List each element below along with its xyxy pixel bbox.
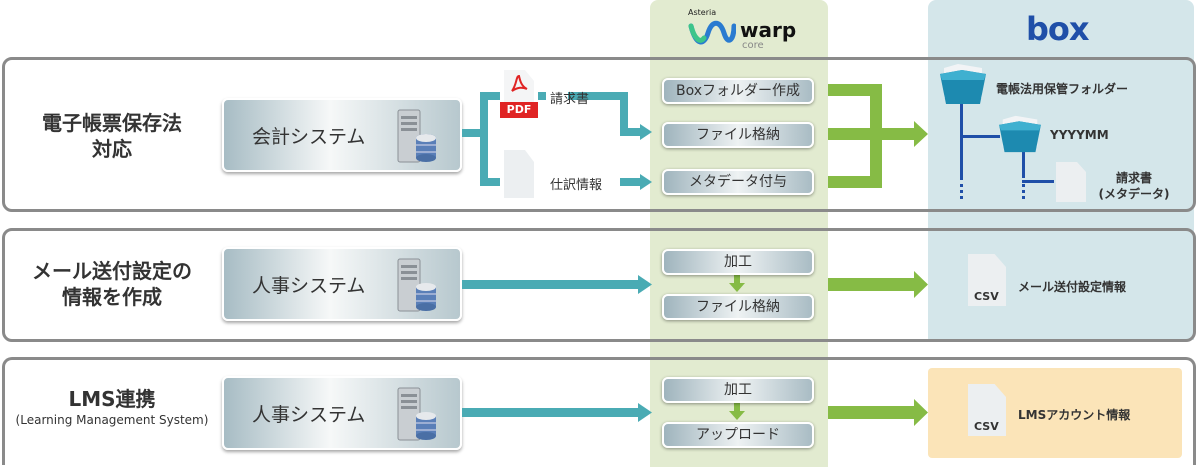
acrobat-icon <box>511 74 528 92</box>
step-down-arrow-row3 <box>729 403 745 420</box>
file-label-line-2: (メタデータ) <box>1098 187 1170 201</box>
system-box-kaikei: 会計システム <box>222 98 462 172</box>
row-2-title: メール送付設定の 情報を作成 <box>8 258 216 310</box>
step-process: 加工 <box>662 249 814 275</box>
step-down-arrow-row2 <box>729 275 745 292</box>
csv-document-icon <box>968 384 1006 436</box>
row-3-subtitle: (Learning Management System) <box>15 413 209 427</box>
server-database-icon <box>397 109 436 163</box>
system-label: 人事システム <box>252 275 366 297</box>
input-label-shiwake: 仕訳情報 <box>550 178 603 193</box>
csv-label: CSV <box>974 290 999 303</box>
step-file-store: ファイル格納 <box>662 294 814 320</box>
csv-label: CSV <box>974 420 999 433</box>
row-mail-settings <box>2 228 1196 342</box>
file-label-line-1: 請求書 <box>1115 171 1152 185</box>
green-arrow-row3 <box>828 399 928 426</box>
system-label: 会計システム <box>252 126 366 148</box>
warp-label: warp <box>740 18 797 42</box>
teal-arrow-row3 <box>462 403 652 422</box>
step-metadata-add: メタデータ付与 <box>662 169 814 195</box>
pdf-document: PDF <box>500 70 538 120</box>
row-2-title-line-1: メール送付設定の <box>32 259 192 283</box>
step-process: 加工 <box>662 377 814 403</box>
row-3-title: LMS連携 (Learning Management System) <box>8 386 216 428</box>
file-label-invoice: 請求書 (メタデータ) <box>1094 170 1174 202</box>
system-box-jinji-1: 人事システム <box>222 247 462 321</box>
folder-label-yyyymm: YYYYMM <box>1050 128 1109 142</box>
output-label-lms: LMSアカウント情報 <box>1018 408 1131 422</box>
csv-document-icon <box>968 254 1006 306</box>
server-database-icon <box>397 387 436 441</box>
folder-tree-lines <box>960 100 1054 199</box>
step-file-store: ファイル格納 <box>662 122 814 148</box>
folder-icon <box>940 64 986 104</box>
teal-connector-row1 <box>462 92 652 190</box>
server-database-icon <box>397 258 436 312</box>
step-upload: アップロード <box>662 422 814 448</box>
input-label-seikyusho: 請求書 <box>550 92 590 107</box>
folder-icon <box>999 115 1041 153</box>
warp-core-logo: Asteria warp core <box>688 8 798 51</box>
step-box-folder-create: Boxフォルダー作成 <box>662 78 814 104</box>
asteria-label: Asteria <box>688 8 717 17</box>
system-label: 人事システム <box>252 404 366 426</box>
core-label: core <box>742 40 764 51</box>
document-icon <box>1056 162 1086 202</box>
green-merge-arrow-row1 <box>828 84 928 188</box>
row-denshi-chohyo <box>2 57 1196 212</box>
row-1-title-line-1: 電子帳票保存法 <box>42 111 182 135</box>
folder-label-root: 電帳法用保管フォルダー <box>996 82 1129 96</box>
system-box-jinji-2: 人事システム <box>222 376 462 450</box>
row-2-title-line-2: 情報を作成 <box>62 285 162 309</box>
warp-wave-icon <box>688 20 736 45</box>
document-icon <box>504 150 534 198</box>
green-arrow-row2 <box>828 271 928 298</box>
row-1-title-line-2: 対応 <box>92 137 132 161</box>
pdf-badge: PDF <box>500 102 538 118</box>
box-logo: box <box>1026 10 1090 48</box>
row-lms <box>2 357 1196 465</box>
output-label-mail: メール送付設定情報 <box>1018 280 1127 294</box>
row-3-title-line-1: LMS連携 <box>68 387 156 411</box>
row-1-title: 電子帳票保存法 対応 <box>8 110 216 162</box>
teal-arrow-row2 <box>462 275 652 294</box>
